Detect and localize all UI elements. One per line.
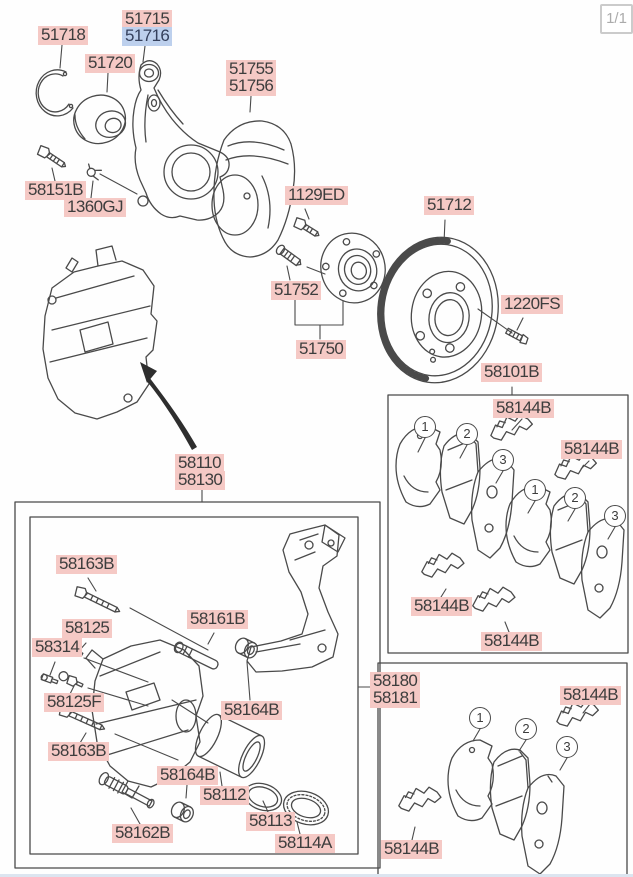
part-label-1129ED[interactable]: 1129ED <box>285 186 348 205</box>
part-label-58181[interactable]: 58181 <box>370 689 421 708</box>
snap-ring-sketch <box>35 69 74 117</box>
part-label-58314[interactable]: 58314 <box>32 638 83 657</box>
part-label-58162B[interactable]: 58162B <box>112 824 174 843</box>
assembled-caliper-sketch <box>42 245 158 420</box>
dust-cover-sketch <box>211 120 296 258</box>
part-label-51718[interactable]: 51718 <box>38 26 89 45</box>
bolt-58151B-sketch <box>36 145 67 168</box>
part-label-51750[interactable]: 51750 <box>296 340 347 359</box>
boot-sketch <box>282 790 330 826</box>
part-label-58110[interactable]: 58110 <box>175 454 225 473</box>
part-label-58130[interactable]: 58130 <box>175 471 226 490</box>
pad-kit-box-frame <box>387 394 629 654</box>
part-label-58125F[interactable]: 58125F <box>44 693 105 712</box>
position-marker-2c: 2 <box>515 718 537 740</box>
bottom-edge-strip <box>0 874 633 877</box>
part-label-58144B-box2-right[interactable]: 58144B <box>560 686 622 705</box>
connector-58125F-sketch <box>58 671 84 688</box>
part-label-58144B-right[interactable]: 58144B <box>561 440 623 459</box>
guide-rod-sketch <box>173 641 219 670</box>
screw-1220FS-sketch <box>505 327 529 345</box>
part-label-58151B[interactable]: 58151B <box>25 181 87 200</box>
page-indicator: 1/1 <box>600 4 633 34</box>
position-marker-1: 1 <box>414 416 436 438</box>
guide-bolt-upper-sketch <box>72 584 123 618</box>
part-label-58144B-bottom-mid[interactable]: 58144B <box>481 632 543 651</box>
part-label-58144B-top[interactable]: 58144B <box>493 399 555 418</box>
part-label-58164B-lower[interactable]: 58164B <box>157 766 219 785</box>
part-label-58180[interactable]: 58180 <box>370 672 421 691</box>
part-label-51720[interactable]: 51720 <box>85 54 136 73</box>
part-label-58163B-upper[interactable]: 58163B <box>56 555 118 574</box>
position-marker-2: 2 <box>456 423 478 445</box>
knuckle-sketch <box>132 60 230 221</box>
part-label-58161B[interactable]: 58161B <box>187 610 249 629</box>
piston-sketch <box>194 713 266 779</box>
carrier-bracket-sketch <box>246 524 346 673</box>
guide-pin-58162B-sketch <box>98 772 155 809</box>
part-label-58101B[interactable]: 58101B <box>481 363 543 382</box>
part-label-58114A[interactable]: 58114A <box>275 834 335 853</box>
position-marker-1b: 1 <box>524 479 546 501</box>
position-marker-1c: 1 <box>469 707 491 729</box>
part-label-58125[interactable]: 58125 <box>62 619 113 638</box>
position-marker-3c: 3 <box>556 736 578 758</box>
stud-51752-sketch <box>275 244 302 267</box>
hub-sketch <box>320 232 386 304</box>
part-label-58164B-upper[interactable]: 58164B <box>221 701 283 720</box>
bushing-upper-sketch <box>232 635 261 661</box>
part-label-58163B-lower[interactable]: 58163B <box>48 742 110 761</box>
brake-disc-sketch <box>377 236 499 384</box>
part-label-51716[interactable]: 51716 <box>122 27 173 46</box>
bolt-1129ED-sketch <box>293 217 320 237</box>
position-marker-3: 3 <box>492 449 514 471</box>
part-label-51715[interactable]: 51715 <box>122 10 173 29</box>
part-label-51756[interactable]: 51756 <box>226 77 277 96</box>
part-label-1220FS[interactable]: 1220FS <box>501 295 563 314</box>
part-label-58144B-bottom-left[interactable]: 58144B <box>411 597 473 616</box>
wheel-bearing-sketch <box>73 94 127 145</box>
position-marker-3b: 3 <box>604 505 626 527</box>
clip-1360GJ-sketch <box>86 163 102 181</box>
part-label-51755[interactable]: 51755 <box>226 60 277 79</box>
part-label-51712[interactable]: 51712 <box>424 196 475 215</box>
pointer-arrow <box>140 362 197 450</box>
part-label-58113[interactable]: 58113 <box>246 812 296 831</box>
bleeder-58314-sketch <box>40 673 59 685</box>
part-label-58112[interactable]: 58112 <box>200 786 250 805</box>
position-marker-2b: 2 <box>564 487 586 509</box>
part-label-1360GJ[interactable]: 1360GJ <box>64 198 126 217</box>
part-label-51752[interactable]: 51752 <box>271 281 322 300</box>
part-label-58144B-box2-bottom[interactable]: 58144B <box>381 840 443 859</box>
bushing-lower-sketch <box>168 799 197 825</box>
